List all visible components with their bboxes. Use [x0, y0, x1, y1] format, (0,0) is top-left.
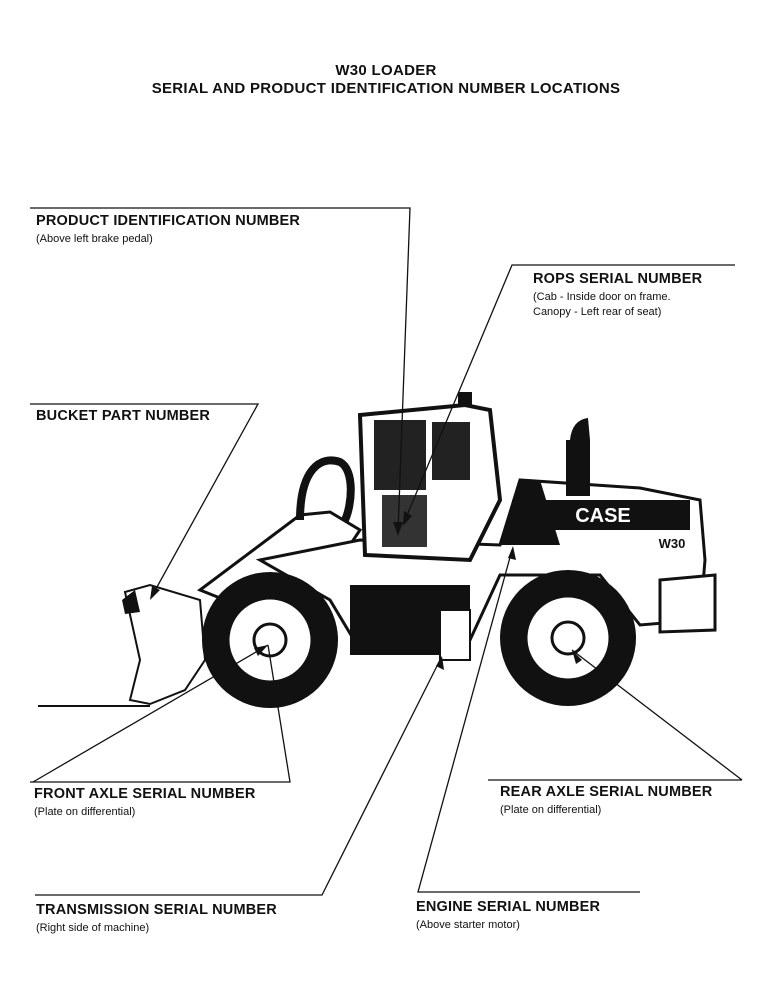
rear-axle-leader [571, 649, 743, 781]
rops-label: ROPS SERIAL NUMBER (Cab - Inside door on… [533, 271, 702, 320]
brand-decal: CASE [575, 505, 631, 527]
rops-heading: ROPS SERIAL NUMBER [533, 271, 703, 287]
product-id-heading: PRODUCT IDENTIFICATION NUMBER [36, 213, 301, 229]
rear-axle-note: (Plate on differential) [500, 804, 602, 816]
product-id-leader [30, 207, 411, 533]
bucket-leader [30, 403, 260, 597]
engine-heading: ENGINE SERIAL NUMBER [416, 899, 601, 915]
front-axle-leader-top [30, 644, 291, 783]
leader-arrowheads [150, 511, 582, 670]
model-decal: W30 [659, 536, 686, 551]
front-axle-leader [32, 644, 269, 783]
transmission-leader [35, 659, 441, 896]
engine-note: (Above starter motor) [416, 919, 520, 931]
rear-axle-heading: REAR AXLE SERIAL NUMBER [500, 784, 713, 800]
bucket-tooth-shape [122, 590, 140, 614]
engine-leader [417, 549, 640, 893]
front-axle-heading: FRONT AXLE SERIAL NUMBER [34, 786, 256, 802]
rops-leader [404, 264, 735, 521]
rear-hub-shape [550, 620, 586, 656]
lift-cylinder-shape [296, 456, 355, 522]
front-axle-label: FRONT AXLE SERIAL NUMBER (Plate on diffe… [34, 786, 256, 820]
beacon-shape [458, 392, 472, 406]
engine-block-shape [439, 609, 471, 661]
decal-band-shape [512, 500, 690, 530]
product-id-note: (Above left brake pedal) [36, 233, 153, 245]
cab-window-right [432, 422, 470, 480]
bucket-shape [123, 583, 207, 706]
product-id-label: PRODUCT IDENTIFICATION NUMBER (Above lef… [36, 213, 300, 247]
transmission-label: TRANSMISSION SERIAL NUMBER (Right side o… [36, 902, 277, 936]
exhaust-cap-shape [570, 418, 590, 440]
bucket-label: BUCKET PART NUMBER [36, 408, 210, 424]
diagram-subtitle: SERIAL AND PRODUCT IDENTIFICATION NUMBER… [151, 80, 621, 97]
rops-note-1: (Cab - Inside door on frame. [533, 291, 671, 303]
leader-lines [30, 207, 743, 896]
engine-label: ENGINE SERIAL NUMBER (Above starter moto… [416, 899, 600, 933]
transmission-heading: TRANSMISSION SERIAL NUMBER [36, 902, 277, 918]
diagram-title: W30 LOADER [335, 62, 437, 79]
exhaust-stack-shape [566, 440, 590, 496]
transmission-note: (Right side of machine) [36, 922, 150, 934]
counterweight-shape [658, 573, 717, 634]
rear-axle-label: REAR AXLE SERIAL NUMBER (Plate on differ… [500, 784, 712, 818]
bucket-heading: BUCKET PART NUMBER [36, 408, 211, 424]
rops-note-2: Canopy - Left rear of seat) [533, 306, 662, 318]
front-axle-note: (Plate on differential) [34, 806, 136, 818]
